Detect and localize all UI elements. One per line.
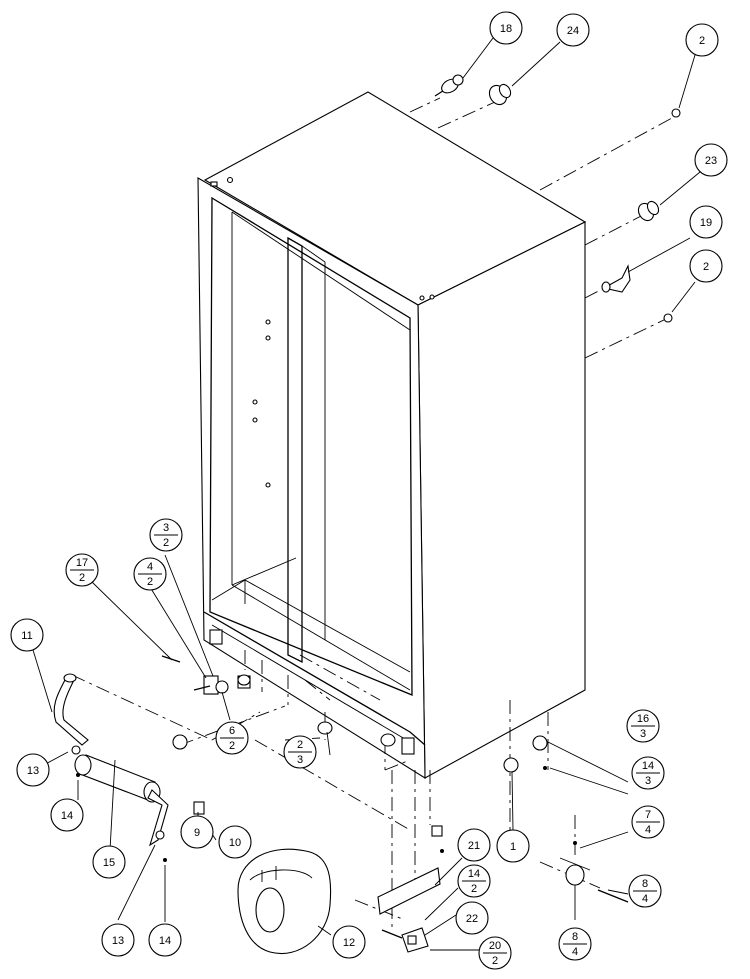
- callout-9-label: 9: [194, 827, 200, 839]
- callout-1: 1: [496, 829, 530, 863]
- callout-16-3: 16 3: [626, 709, 660, 743]
- part-12-drain-pan: [237, 848, 332, 954]
- callout-12-label: 12: [343, 937, 355, 949]
- small-parts: [161, 74, 681, 953]
- part-24-bushing: [488, 83, 512, 106]
- callout-14-3-bottom: 3: [645, 775, 651, 787]
- callout-11-label: 11: [21, 630, 32, 642]
- callout-14-2: 14 2: [457, 864, 491, 898]
- callout-21-label: 21: [468, 840, 480, 852]
- callout-4-2-bottom: 2: [147, 576, 153, 588]
- drain-tube-assembly: [53, 673, 169, 862]
- callout-8-4-bottom-bottom: 4: [572, 946, 578, 958]
- callout-15: 15: [92, 845, 126, 879]
- callout-3-2: 3 2: [149, 518, 183, 552]
- callout-17-2: 17 2: [65, 553, 99, 587]
- callout-23: 23: [694, 143, 728, 177]
- callout-4-2: 4 2: [133, 557, 167, 591]
- part-18-roller: [434, 74, 464, 97]
- callout-7-4: 7 4: [631, 805, 665, 839]
- callout-17-2-bottom: 2: [79, 572, 85, 584]
- part-22-hinge: [381, 927, 429, 953]
- callout-2-mid: 2: [689, 249, 723, 283]
- callout-2-3-bottom: 3: [297, 754, 303, 766]
- callout-10: 10: [218, 825, 252, 859]
- part-leveling-feet: [172, 721, 396, 750]
- part-2-screw-top: [671, 108, 681, 118]
- callout-12: 12: [332, 925, 366, 959]
- callout-17-2-top: 17: [76, 557, 88, 569]
- callout-6-2: 6 2: [215, 721, 249, 755]
- callout-24: 24: [556, 13, 590, 47]
- callout-14-3: 14 3: [631, 756, 665, 790]
- callout-8-4-bottom: 8 4: [558, 927, 592, 961]
- callout-2-3: 2 3: [283, 735, 317, 769]
- callout-18: 18: [489, 11, 523, 45]
- callout-20-2-bottom: 2: [492, 955, 498, 967]
- callout-8-4-right-bottom: 4: [642, 893, 648, 905]
- callout-6-2-top: 6: [229, 725, 235, 737]
- callout-2-top-label: 2: [699, 35, 705, 47]
- callout-14-3-top: 14: [642, 760, 654, 772]
- callout-14-bottom-label: 14: [159, 935, 171, 947]
- callout-21: 21: [457, 828, 491, 862]
- refrigerator-cabinet: [197, 91, 587, 780]
- callout-16-3-top: 16: [637, 713, 649, 725]
- callout-8-4-right-top: 8: [642, 878, 648, 890]
- callout-13-left: 13: [16, 753, 50, 787]
- callout-23-label: 23: [705, 155, 717, 167]
- callout-7-4-bottom: 4: [645, 824, 651, 836]
- callout-22: 22: [455, 901, 489, 935]
- callout-18-label: 18: [500, 23, 512, 35]
- callout-2-3-top: 2: [297, 739, 303, 751]
- part-1-plug: [503, 757, 519, 773]
- callout-19: 19: [689, 205, 723, 239]
- part-2-screw-mid: [663, 313, 673, 323]
- callout-8-4-right: 8 4: [628, 874, 662, 908]
- callout-22-label: 22: [466, 913, 478, 925]
- callout-24-label: 24: [567, 25, 579, 37]
- callout-20-2: 20 2: [478, 936, 512, 970]
- callout-14-bottom: 14: [148, 923, 182, 957]
- callout-20-2-top: 20: [489, 940, 501, 952]
- callout-10-label: 10: [229, 837, 241, 849]
- callout-8-4-bottom-top: 8: [572, 931, 578, 943]
- callout-14-2-bottom: 2: [471, 883, 477, 895]
- callout-15-label: 15: [103, 857, 115, 869]
- callout-14-left: 14: [50, 798, 84, 832]
- part-16-elbow: [532, 735, 548, 770]
- callout-7-4-top: 7: [645, 809, 651, 821]
- part-23-bushing: [637, 200, 660, 222]
- callout-16-3-bottom: 3: [640, 728, 646, 740]
- callout-1-label: 1: [510, 841, 516, 853]
- callout-13-left-label: 13: [27, 765, 39, 777]
- callout-3-2-top: 3: [163, 522, 169, 534]
- part-21-hinge-plate: [377, 825, 444, 915]
- callout-2-top: 2: [685, 23, 719, 57]
- part-8-roller: [559, 841, 629, 903]
- callout-11: 11: [10, 618, 44, 652]
- callout-4-2-top: 4: [147, 561, 153, 573]
- callout-3-2-bottom: 2: [163, 537, 169, 549]
- callout-leaders: [32, 37, 701, 951]
- part-19-hinge-pin: [601, 264, 631, 293]
- callout-13-bottom-label: 13: [112, 935, 124, 947]
- callout-14-left-label: 14: [61, 810, 73, 822]
- callout-6-2-bottom: 2: [229, 740, 235, 752]
- part-bracket-cluster: [161, 655, 251, 695]
- callout-13-bottom: 13: [101, 923, 135, 957]
- callout-2-mid-label: 2: [703, 261, 709, 273]
- callout-14-2-top: 14: [468, 868, 480, 880]
- callout-9: 9: [180, 815, 214, 849]
- callout-19-label: 19: [700, 217, 712, 229]
